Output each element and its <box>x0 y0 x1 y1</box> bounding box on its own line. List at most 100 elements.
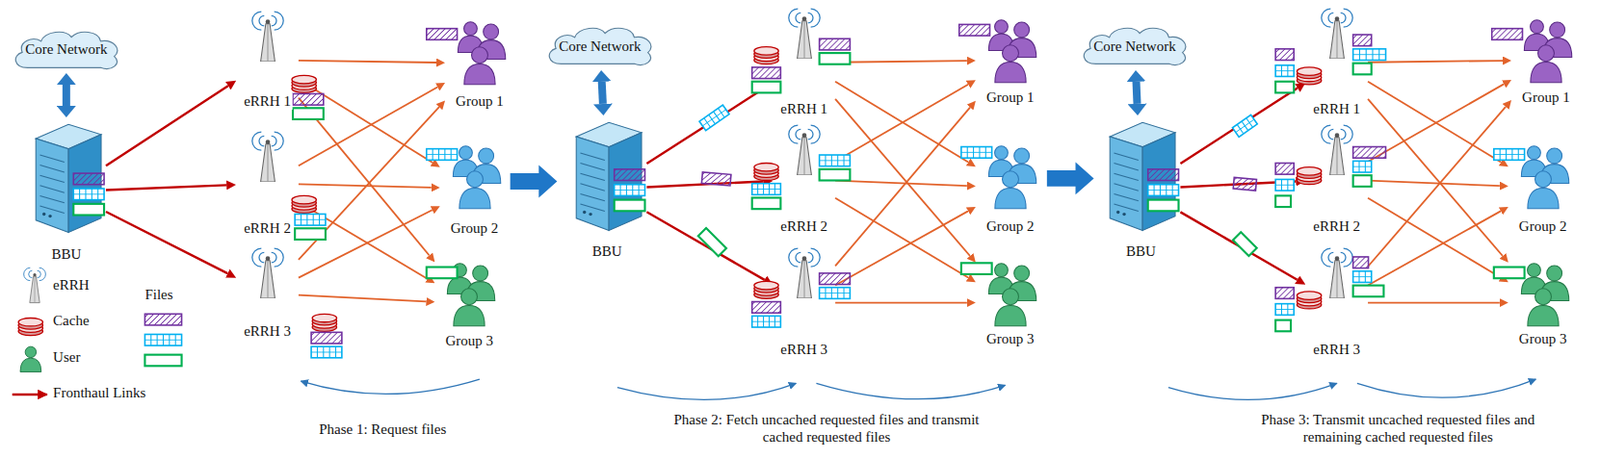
radio-wave <box>24 267 31 281</box>
cache-disk <box>291 202 316 210</box>
node-label: Core Network <box>556 37 643 54</box>
antenna-mast <box>260 23 275 61</box>
file-icon <box>614 200 646 212</box>
file-icon <box>961 147 993 159</box>
file-grid <box>426 154 458 156</box>
access-link <box>298 98 430 257</box>
file-grid <box>774 183 776 196</box>
file-grid <box>1275 184 1294 186</box>
errh-antenna: eRRH 1 <box>775 7 833 117</box>
antenna-ridge <box>34 276 36 303</box>
cache-disk <box>291 81 316 90</box>
user-body <box>1530 61 1562 82</box>
file-grid <box>1353 276 1372 278</box>
file-grid <box>73 193 105 195</box>
errh-antenna: eRRH 1 <box>238 10 296 111</box>
legend-label: Fronthaul Links <box>52 384 146 402</box>
cache-disk <box>754 166 779 175</box>
file-icon <box>819 155 851 167</box>
cloud-node: Core Network <box>8 27 124 71</box>
radio-wave <box>807 253 813 264</box>
file-icon <box>1353 147 1387 159</box>
file-grid <box>1364 271 1366 284</box>
node-label: Group 2 <box>448 220 501 237</box>
flow-arrow <box>1357 379 1536 398</box>
bbu-icon <box>1103 118 1178 234</box>
file-grid <box>1281 65 1283 78</box>
cache-disk <box>18 327 43 336</box>
user-head <box>1013 148 1029 164</box>
node-label: Group 2 <box>984 218 1037 236</box>
bbu-server: BBU <box>29 120 104 263</box>
server-front <box>1110 136 1144 231</box>
cache-disk <box>1296 170 1321 179</box>
file-icon <box>73 173 105 185</box>
file-grid <box>1286 179 1288 191</box>
file-icon <box>292 107 324 120</box>
access-link <box>835 198 969 279</box>
antenna-tip <box>801 17 807 23</box>
antenna-tip <box>801 133 807 139</box>
antenna-tip <box>264 19 270 25</box>
access-link <box>1367 81 1501 163</box>
server-slot <box>580 162 605 170</box>
file-icon <box>1148 169 1180 182</box>
user-body <box>464 64 496 85</box>
errh-antenna: eRRH 3 <box>238 247 296 340</box>
user-head <box>1526 263 1541 278</box>
antenna-mast <box>1329 261 1344 299</box>
file-icon <box>1275 195 1291 208</box>
cache-disk <box>1296 73 1321 81</box>
access-link <box>298 295 427 303</box>
radio-wave <box>39 267 47 281</box>
access-link <box>1367 302 1500 305</box>
file-icon <box>819 288 851 300</box>
file-icon <box>1494 267 1525 280</box>
cloud-node: Core Network <box>1076 24 1192 67</box>
node-label: eRRH 3 <box>1311 341 1363 359</box>
radio-wave <box>37 270 42 278</box>
file-icon <box>1275 304 1294 316</box>
cache-disk <box>18 324 43 333</box>
group-icon <box>447 16 512 88</box>
user-head <box>1546 148 1562 164</box>
file-grid <box>335 346 337 359</box>
server-slot <box>1114 162 1139 170</box>
cache-disk <box>312 316 337 325</box>
file-grid <box>1275 70 1294 72</box>
node-label: Group 3 <box>443 333 496 350</box>
antenna-mast <box>260 261 275 299</box>
file-grid <box>1148 189 1180 191</box>
server-slot <box>1114 173 1139 181</box>
user-head <box>994 146 1008 160</box>
file-icon <box>1232 177 1257 191</box>
file-grid <box>762 315 764 328</box>
radio-wave <box>807 130 813 141</box>
phase-caption: Phase 3: Transmit uncached requested fil… <box>1253 411 1543 446</box>
file-grid <box>752 321 782 323</box>
file-icon <box>426 267 458 280</box>
user-group: Group 1 <box>447 16 512 110</box>
access-link <box>298 209 433 278</box>
fronthaul-link <box>646 182 763 188</box>
file-icon <box>819 273 851 286</box>
user-head <box>463 22 477 36</box>
file-grid <box>1241 121 1249 132</box>
user-group: Group 3 <box>978 258 1043 348</box>
cache-disk <box>291 199 316 208</box>
file-grid <box>1518 149 1520 161</box>
file-grid <box>1286 304 1288 316</box>
radio-wave <box>1339 130 1345 141</box>
server-slot <box>39 206 64 213</box>
radio-wave <box>807 13 813 25</box>
cloud-outline <box>549 28 652 66</box>
user-group: Group 1 <box>978 14 1043 106</box>
file-grid <box>1358 271 1360 284</box>
legend-label: eRRH <box>52 276 90 294</box>
access-link <box>1367 181 1500 186</box>
access-link <box>835 181 968 186</box>
user-head <box>1537 45 1554 62</box>
errh-icon <box>246 247 288 299</box>
antenna-tip <box>1334 133 1339 139</box>
node-label: eRRH 2 <box>778 218 830 236</box>
